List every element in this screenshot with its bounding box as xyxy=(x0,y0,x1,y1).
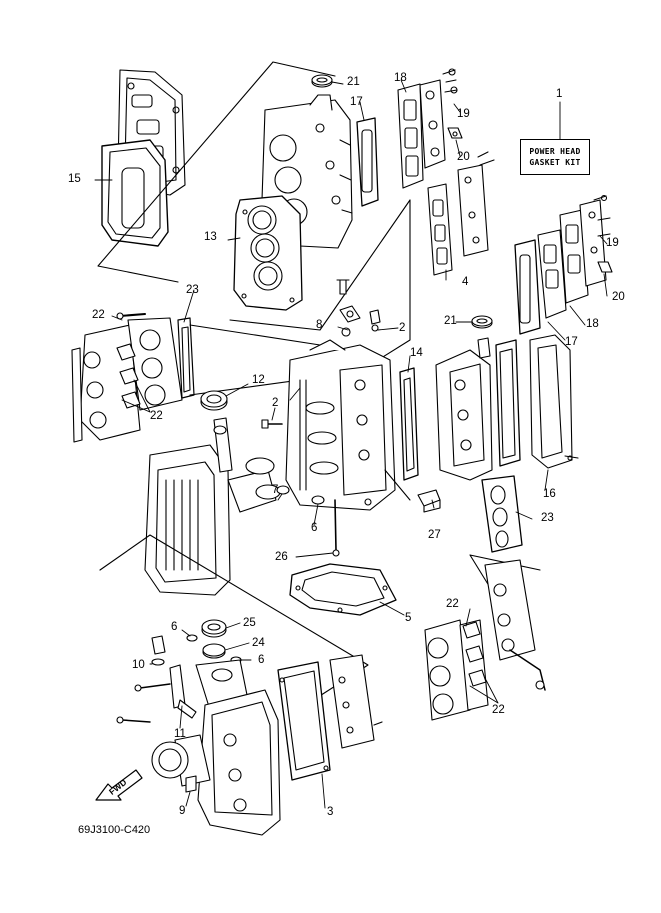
intake-manifold-gasket-23-right xyxy=(481,475,523,553)
cylinder-block xyxy=(285,339,396,511)
callout-20: 20 xyxy=(612,291,625,303)
exhaust-gasket-5 xyxy=(289,563,397,616)
callout-2: 2 xyxy=(272,397,279,409)
callout-21: 21 xyxy=(347,76,360,88)
callout-4: 4 xyxy=(462,276,469,288)
callout-8: 8 xyxy=(316,319,323,331)
bolt-19-upper xyxy=(442,68,458,94)
rocker-cover-18-upper xyxy=(397,83,424,189)
callout-14: 14 xyxy=(410,347,423,359)
gasket-9 xyxy=(185,775,197,793)
callout-23: 23 xyxy=(186,284,199,296)
callout-1: 1 xyxy=(556,88,563,100)
bolt-2-left xyxy=(261,419,283,429)
pipe-26 xyxy=(332,499,340,557)
callout-5: 5 xyxy=(405,612,412,624)
callout-17: 17 xyxy=(350,96,363,108)
oil-seal-21-upper xyxy=(311,74,333,88)
callout-13: 13 xyxy=(204,231,217,243)
callout-22: 22 xyxy=(150,410,163,422)
callout-22: 22 xyxy=(446,598,459,610)
intake-gaskets-22-left xyxy=(116,343,141,409)
callout-18: 18 xyxy=(586,318,599,330)
callout-10: 10 xyxy=(132,659,145,671)
forward-arrow-icon xyxy=(95,769,143,801)
leader-lines xyxy=(94,79,608,809)
intake-plate-4 xyxy=(377,151,495,361)
gasket-3 xyxy=(277,661,331,781)
exhaust-cover-16 xyxy=(529,334,579,469)
leader-27-link xyxy=(384,469,411,501)
callout-19: 19 xyxy=(606,237,619,249)
callout-19: 19 xyxy=(457,108,470,120)
callout-25: 25 xyxy=(243,617,256,629)
sensor-10 xyxy=(151,635,166,666)
callout-22: 22 xyxy=(92,309,105,321)
rocker-gasket-17-upper xyxy=(356,117,379,207)
callout-2: 2 xyxy=(399,322,406,334)
cover-plate xyxy=(329,654,383,749)
group-bracket-15 xyxy=(97,61,336,283)
o-ring-7 xyxy=(276,485,290,495)
rocker-cover-18-right xyxy=(537,199,607,319)
callout-20: 20 xyxy=(457,151,470,163)
cylinder-head-gasket xyxy=(233,195,303,311)
head-gasket-right xyxy=(495,339,521,467)
gasket-kit-label: POWER HEAD GASKET KIT xyxy=(520,139,590,175)
throttle-valves-lower-right xyxy=(424,619,489,721)
plug-2-upper xyxy=(369,309,381,332)
kit-label-line1: POWER HEAD xyxy=(529,147,581,156)
dowel-pin-8 xyxy=(336,279,361,337)
callout-7: 7 xyxy=(272,484,279,496)
callout-9: 9 xyxy=(179,805,186,817)
exhaust-plate-upper xyxy=(419,79,446,169)
throttle-body-right xyxy=(484,559,546,691)
callout-27: 27 xyxy=(428,529,441,541)
kit-label-line2: GASKET KIT xyxy=(529,158,581,167)
cylinder-head-right xyxy=(435,337,493,481)
callout-18: 18 xyxy=(394,72,407,84)
oil-seal-12 xyxy=(200,390,228,411)
callout-6: 6 xyxy=(258,654,265,666)
callout-21: 21 xyxy=(444,315,457,327)
rocker-gasket-17-right xyxy=(514,239,541,335)
group-bracket-13 xyxy=(229,199,411,331)
callout-16: 16 xyxy=(543,488,556,500)
o-ring-6-mid xyxy=(311,495,325,505)
callout-24: 24 xyxy=(252,637,265,649)
reference-code: 69J3100-C420 xyxy=(78,824,151,836)
callout-6: 6 xyxy=(311,522,318,534)
gasket-14 xyxy=(399,367,419,481)
oil-seal-21-right xyxy=(471,315,493,329)
exhaust-cover-gasket xyxy=(101,139,169,247)
callout-26: 26 xyxy=(275,551,288,563)
crankcase-lower xyxy=(151,689,281,836)
oil-seal-25 xyxy=(201,619,227,638)
washer-20-upper xyxy=(447,127,463,139)
group-bracket-lower xyxy=(99,534,369,716)
callout-3: 3 xyxy=(327,806,334,818)
intake-gaskets-22-right xyxy=(462,621,487,687)
thermostat-housing-11 xyxy=(116,664,197,724)
callout-6: 6 xyxy=(171,621,178,633)
o-ring-6-left xyxy=(186,634,198,642)
washer-20-right xyxy=(597,261,613,273)
bracket-27 xyxy=(417,489,441,513)
callout-11: 11 xyxy=(174,728,186,740)
callout-17: 17 xyxy=(565,336,578,348)
callout-12: 12 xyxy=(252,374,265,386)
oil-seal-24 xyxy=(202,643,226,659)
callout-23: 23 xyxy=(541,512,554,524)
callout-15: 15 xyxy=(68,173,81,185)
callout-22: 22 xyxy=(492,704,505,716)
crankcase-left xyxy=(144,417,281,596)
